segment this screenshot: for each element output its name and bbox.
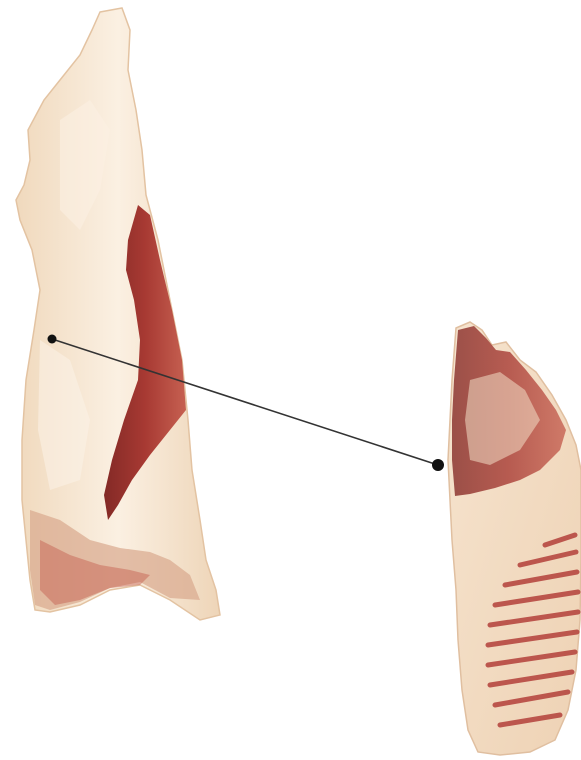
- carcass-side-shape: [16, 8, 220, 620]
- leader-line-end-dot: [432, 459, 444, 471]
- primal-cut-shape: [448, 322, 581, 755]
- leader-line-start-dot: [48, 335, 57, 344]
